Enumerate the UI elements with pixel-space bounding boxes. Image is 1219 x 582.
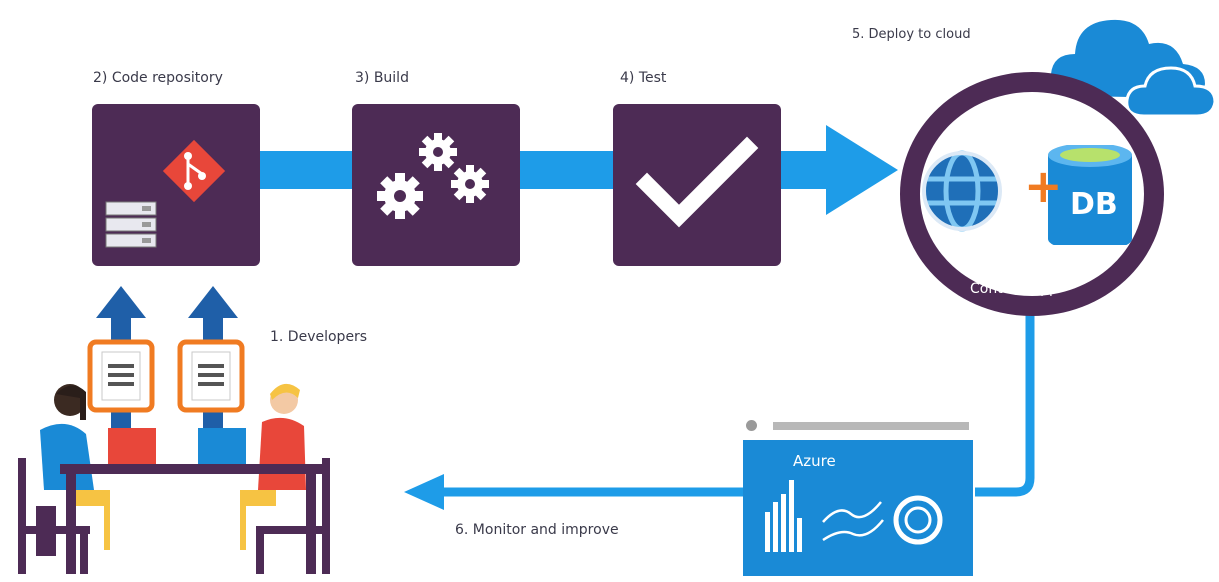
plus-icon: + bbox=[1024, 159, 1063, 213]
developers-illustration bbox=[18, 339, 330, 574]
connector-repo-build bbox=[258, 151, 354, 189]
app-contents bbox=[922, 145, 1132, 245]
bar-chart-icon bbox=[765, 480, 802, 552]
return-line bbox=[975, 308, 1035, 497]
db-label: DB bbox=[1070, 187, 1118, 222]
checkmark-icon bbox=[635, 136, 759, 228]
label-build: 3) Build bbox=[355, 70, 409, 86]
dashboard-panel: Azure bbox=[743, 440, 973, 576]
back-icon bbox=[746, 420, 757, 431]
label-deploy: 5. Deploy to cloud bbox=[852, 27, 971, 42]
titlebar-strip bbox=[773, 422, 969, 430]
label-monitor: 6. Monitor and improve bbox=[455, 522, 619, 538]
laptop-left bbox=[108, 428, 156, 464]
test-box bbox=[613, 104, 781, 266]
laptop-right bbox=[198, 428, 246, 464]
monitor-arrow-head bbox=[404, 474, 444, 510]
dashboard-titlebar bbox=[743, 418, 973, 434]
dashboard-title: Azure bbox=[793, 452, 836, 470]
server-icon bbox=[105, 201, 157, 248]
table bbox=[60, 464, 324, 574]
document-icon-right bbox=[177, 339, 245, 413]
label-developers: 1. Developers bbox=[270, 329, 368, 345]
line-chart-icon bbox=[822, 501, 884, 542]
label-code-repository: 2) Code repository bbox=[93, 70, 223, 86]
gears-icon bbox=[377, 133, 489, 219]
build-box bbox=[352, 104, 520, 266]
git-icon bbox=[162, 139, 226, 203]
code-repository-box bbox=[92, 104, 260, 266]
gauge-icon bbox=[893, 495, 943, 545]
web-app-icon bbox=[922, 150, 1002, 232]
app-name: Contoso app bbox=[970, 281, 1058, 297]
document-icon-left bbox=[87, 339, 155, 413]
connector-build-test bbox=[518, 151, 616, 189]
database-icon bbox=[1048, 145, 1132, 245]
deploy-arrow bbox=[780, 125, 898, 215]
cloud-icon bbox=[1050, 19, 1217, 118]
azure-dashboard: Azure bbox=[743, 418, 973, 576]
chairs bbox=[18, 458, 330, 574]
label-test: 4) Test bbox=[620, 70, 667, 86]
